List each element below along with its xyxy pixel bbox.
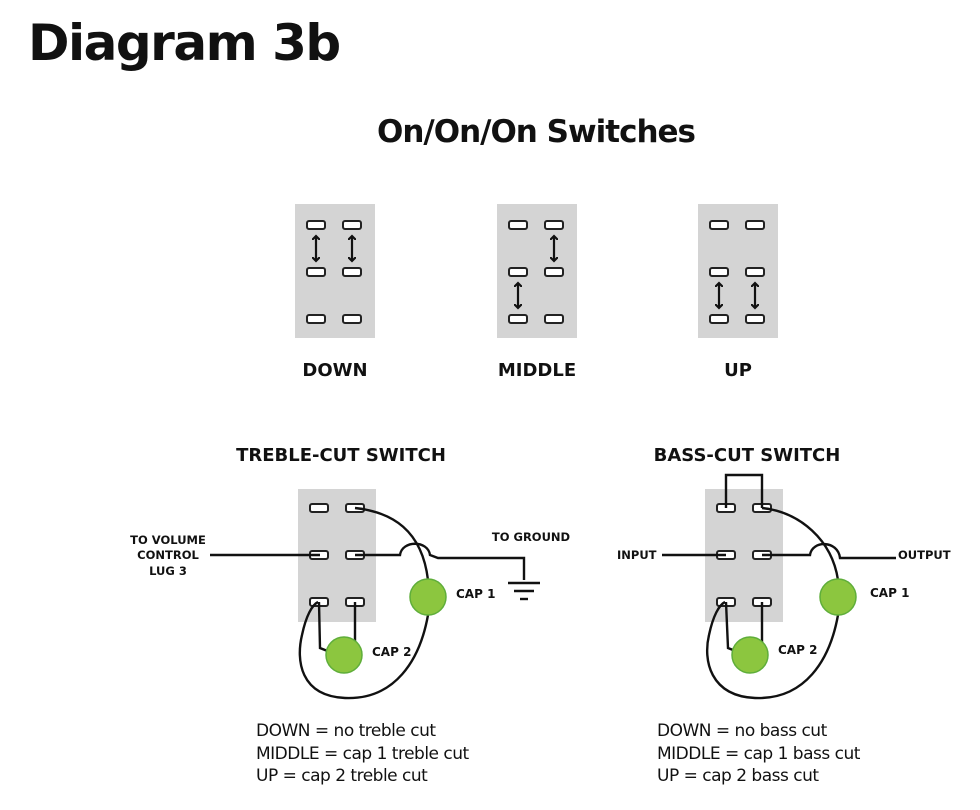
wires: [662, 473, 896, 700]
cap-2-label: CAP 2: [778, 643, 817, 657]
cap-1-capacitor: [409, 578, 447, 616]
input-label-line-3: LUG 3: [149, 564, 187, 578]
cap-2-capacitor: [731, 636, 769, 674]
cap-1-capacitor: [819, 578, 857, 616]
legend-item: DOWN = no treble cut: [256, 721, 436, 741]
input-label: INPUT: [617, 548, 657, 562]
cap-1-label: CAP 1: [870, 586, 909, 600]
page-title: Diagram 3b: [28, 14, 341, 72]
legend-item: MIDDLE = cap 1 treble cut: [256, 743, 469, 764]
treble-switch-title: TREBLE-CUT SWITCH: [236, 445, 446, 466]
section-title: On/On/On Switches: [376, 114, 696, 150]
input-label-line-1: TO VOLUME: [130, 533, 206, 547]
cap-1-label: CAP 1: [456, 587, 495, 601]
treble-legend: DOWN = no treble cut MIDDLE = cap 1 treb…: [256, 720, 469, 788]
switch-position-down: DOWN: [295, 204, 375, 381]
legend-item: DOWN = no bass cut: [657, 721, 827, 741]
lugs: [306, 220, 362, 324]
ground-label: TO GROUND: [492, 530, 570, 544]
treble-cut-switch: TREBLE-CUT SWITCH CAP 1: [130, 445, 570, 700]
input-label-line-2: CONTROL: [137, 548, 199, 562]
lugs: [508, 220, 564, 324]
bass-cut-switch: BASS-CUT SWITCH CAP 1 CAP 2 INPUT: [617, 445, 951, 700]
wires: [210, 506, 526, 700]
position-label: MIDDLE: [498, 360, 576, 381]
output-label: OUTPUT: [898, 548, 951, 562]
bass-switch-title: BASS-CUT SWITCH: [654, 445, 841, 466]
legend-item: MIDDLE = cap 1 bass cut: [657, 743, 860, 764]
bass-legend: DOWN = no bass cut MIDDLE = cap 1 bass c…: [657, 720, 860, 788]
cap-2-capacitor: [325, 636, 363, 674]
position-label: UP: [724, 360, 752, 381]
legend-item: UP = cap 2 treble cut: [256, 766, 428, 786]
legend-item: UP = cap 2 bass cut: [657, 766, 819, 786]
position-label: DOWN: [302, 360, 367, 381]
ground-symbol: [508, 581, 540, 601]
switch-position-middle: MIDDLE: [497, 204, 577, 381]
cap-2-label: CAP 2: [372, 645, 411, 659]
lugs: [709, 220, 765, 324]
switch-position-up: UP: [698, 204, 778, 381]
